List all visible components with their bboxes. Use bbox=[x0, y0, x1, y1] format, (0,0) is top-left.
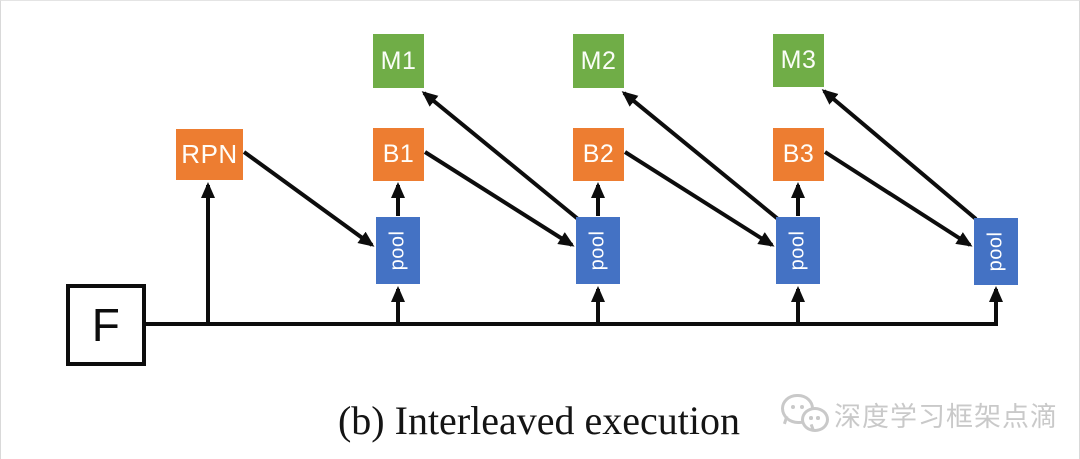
arrow-pool3-to-m2 bbox=[621, 91, 780, 221]
rpn-label: RPN bbox=[181, 139, 238, 169]
pool2-label: pool bbox=[586, 230, 609, 271]
m1-node: M1 bbox=[373, 34, 424, 88]
pool4-node: pool bbox=[974, 218, 1018, 285]
m3-node: M3 bbox=[773, 34, 824, 87]
arrow-b2-to-pool3 bbox=[623, 150, 775, 247]
m2-label: M2 bbox=[580, 46, 617, 75]
arrow-b3-to-pool4 bbox=[823, 150, 973, 247]
figure-caption: (b) Interleaved execution bbox=[337, 398, 740, 443]
arrow-b1-to-pool2 bbox=[423, 150, 575, 247]
watermark: 深度学习框架点滴 bbox=[780, 393, 1058, 435]
b1-node: B1 bbox=[373, 128, 424, 181]
pool2-node: pool bbox=[576, 217, 620, 284]
m3-label: M3 bbox=[780, 46, 817, 74]
arrow-f-trunk-to-pool4 bbox=[146, 286, 1003, 326]
pool3-label: pool bbox=[786, 230, 809, 271]
m2-node: M2 bbox=[573, 34, 624, 88]
f-label: F bbox=[91, 299, 121, 351]
arrow-pool4-to-m3 bbox=[821, 89, 978, 221]
b2-label: B2 bbox=[582, 140, 615, 168]
rpn-node: RPN bbox=[176, 129, 243, 180]
pool4-label: pool bbox=[984, 231, 1007, 272]
arrow-rpn-to-pool1 bbox=[242, 150, 375, 247]
b2-node: B2 bbox=[573, 128, 624, 181]
wechat-icon bbox=[780, 393, 829, 435]
pool1-node: pool bbox=[376, 217, 420, 284]
f-node: F bbox=[66, 284, 146, 366]
m1-label: M1 bbox=[380, 46, 417, 75]
b1-label: B1 bbox=[382, 140, 415, 168]
pool1-label: pool bbox=[386, 230, 409, 271]
b3-label: B3 bbox=[782, 140, 815, 168]
arrow-pool2-to-m1 bbox=[421, 91, 580, 221]
b3-node: B3 bbox=[773, 128, 824, 181]
watermark-text: 深度学习框架点滴 bbox=[834, 401, 1058, 432]
pool3-node: pool bbox=[776, 217, 820, 284]
